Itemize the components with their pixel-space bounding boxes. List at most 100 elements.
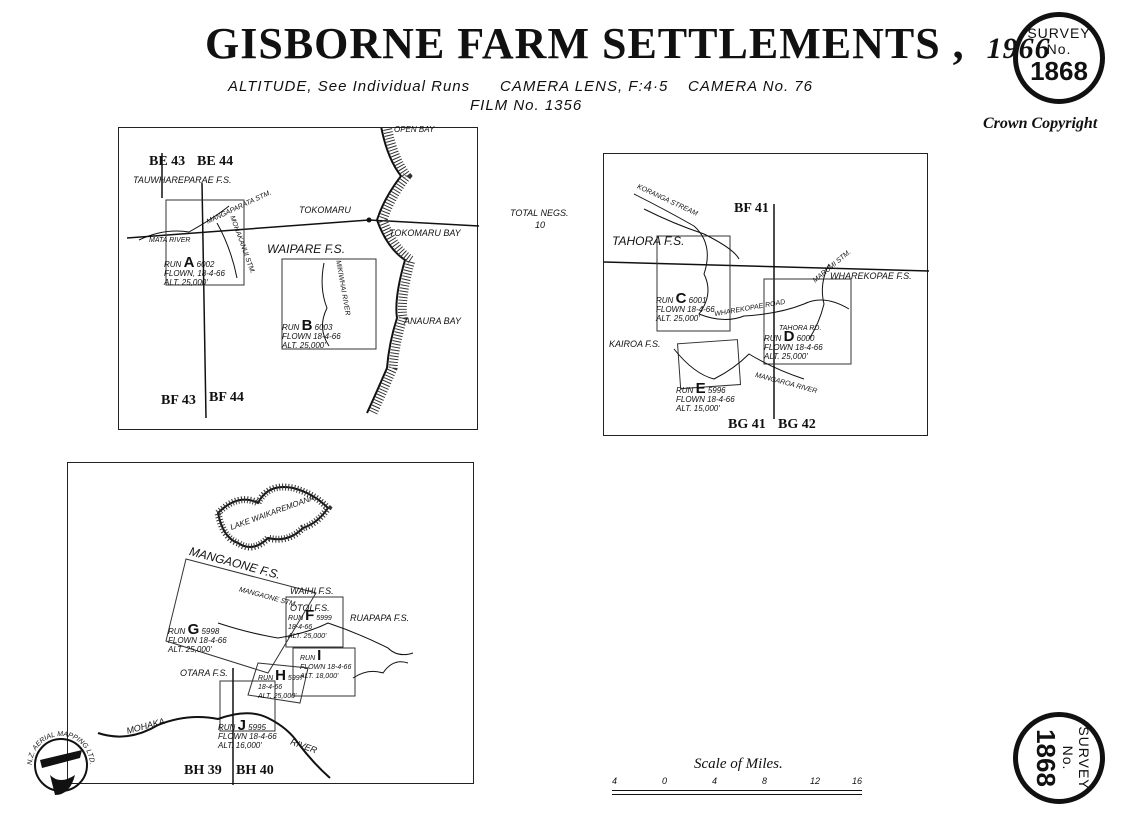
river <box>138 205 230 241</box>
total-negs-value: 10 <box>535 220 546 230</box>
grid-label-bf44: BF 44 <box>209 390 244 405</box>
nz-aerial-mapping-logo: N.Z. AERIAL MAPPING LTD. <box>27 731 95 795</box>
grid-label-bh39: BH 39 <box>184 763 222 778</box>
seal-top-number: 1868 <box>1030 56 1088 86</box>
grid-label-bf41: BF 41 <box>734 201 769 216</box>
scale-of-miles: Scale of Miles. 4 0 4 8 12 16 <box>612 750 862 800</box>
run-j-letter: J <box>237 717 246 734</box>
run-f-run: RUN <box>288 615 304 622</box>
grid-label-bf43: BF 43 <box>161 393 196 408</box>
run-e-flown: FLOWN 18-4-66 <box>676 395 735 404</box>
run-j-flown: FLOWN 18-4-66 <box>218 732 277 741</box>
run-b-label: RUN B 6003 FLOWN 18-4-66 ALT. 25,000' <box>282 318 341 350</box>
run-g-run: RUN <box>168 627 186 636</box>
run-c-label: RUN C 6001 FLOWN 18-4-66 ALT. 25,000' <box>656 291 715 323</box>
run-f-flown: 18-4-66 <box>288 624 313 631</box>
scale-bar <box>612 790 862 795</box>
river <box>321 262 330 347</box>
scale-tick: 4 <box>712 776 718 786</box>
subtitle-film: FILM No. 1356 <box>470 97 583 114</box>
run-b-alt: ALT. 25,000' <box>282 341 326 350</box>
grid-label-be44: BE 44 <box>197 154 234 169</box>
label-open-bay: OPEN BAY <box>394 125 435 134</box>
stream <box>352 661 409 679</box>
grid-label-bg41: BG 41 <box>728 417 766 432</box>
run-c-run: RUN <box>656 296 674 305</box>
run-c-alt: ALT. 25,000' <box>656 314 700 323</box>
logo-map-shape <box>50 775 75 795</box>
run-g-flown: FLOWN 18-4-66 <box>168 636 227 645</box>
run-d-footprint <box>763 278 852 365</box>
wharekopae-road <box>633 193 850 320</box>
run-f-footprint <box>285 596 344 648</box>
scale-tick: 16 <box>852 776 863 786</box>
run-a-number: 6002 <box>196 260 215 269</box>
map-panel-tokomaru: BE 43 BE 44 BF 43 BF 44 TAUWHAREPARAE F.… <box>118 125 479 430</box>
run-e-number: 5996 <box>707 386 726 395</box>
grid-line-horizontal <box>368 219 479 227</box>
grid-line-vertical <box>201 182 207 419</box>
run-c-letter: C <box>675 290 687 307</box>
run-b-flown: FLOWN 18-4-66 <box>282 332 341 341</box>
run-j-alt: ALT. 16,000' <box>218 741 262 750</box>
subtitle-camera-no: CAMERA No. 76 <box>688 78 813 95</box>
grid-line-horizontal <box>126 219 370 239</box>
run-f-label: RUN F 5999 18-4-66 ALT. 25,000' <box>288 608 332 641</box>
grid-line-horizontal <box>604 261 929 272</box>
label-tahora: TAHORA F.S. <box>612 234 685 248</box>
run-d-label: RUN D 6000 FLOWN 18-4-66 ALT. 25,000' <box>764 329 823 361</box>
label-ruapapa: RUAPAPA F.S. <box>350 613 410 623</box>
run-d-number: 6000 <box>796 334 815 343</box>
run-g-number: 5998 <box>201 627 220 636</box>
run-j-run: RUN <box>218 723 236 732</box>
run-i-label: RUN I FLOWN 18-4-66 ALT. 18,000' <box>300 648 352 681</box>
stream <box>216 222 238 279</box>
label-wharekopae: WHAREKOPAE F.S. <box>830 271 912 281</box>
run-h-alt: ALT. 25,000' <box>258 693 297 700</box>
run-g-alt: ALT. 25,000' <box>168 645 212 654</box>
run-a-footprint <box>165 199 245 286</box>
grid-label-be43: BE 43 <box>149 154 186 169</box>
seal-top-word2: No. <box>1046 41 1072 57</box>
seal-bottom-word2: No. <box>1060 745 1076 771</box>
run-a-letter: A <box>183 254 195 271</box>
run-a-flown: FLOWN, 18-4-66 <box>164 269 225 278</box>
title-main: GISBORNE FARM SETTLEMENTS <box>205 19 941 68</box>
survey-seal-bottom: SURVEY No. 1868 <box>1013 712 1105 804</box>
mangaone-stream <box>217 622 414 656</box>
subtitle-camera-lens: CAMERA LENS, F:4·5 <box>500 78 669 95</box>
run-i-letter: I <box>317 647 322 664</box>
run-c-number: 6001 <box>688 296 707 305</box>
coastline-hatching <box>368 128 417 415</box>
run-i-footprint <box>292 647 356 697</box>
map-title: GISBORNE FARM SETTLEMENTS , 1966 <box>205 18 1051 69</box>
run-e-label: RUN E 5996 FLOWN 18-4-66 ALT. 15,000' <box>676 381 735 413</box>
label-tauwhareparae: TAUWHAREPARAE F.S. <box>133 175 232 185</box>
copyright-note: Crown Copyright <box>983 115 1098 132</box>
scale-tick: 12 <box>810 776 821 786</box>
label-tokomaru-bay: TOKOMARU BAY <box>389 228 461 238</box>
seal-bottom-number: 1868 <box>1031 729 1061 787</box>
run-f-letter: F <box>305 607 315 624</box>
tokomaru-town-dot <box>366 217 372 223</box>
label-tokomaru: TOKOMARU <box>299 205 351 215</box>
run-a-run: RUN <box>164 260 182 269</box>
run-d-letter: D <box>783 328 795 345</box>
run-d-run: RUN <box>764 334 782 343</box>
run-e-footprint <box>676 339 742 390</box>
run-h-number: 5997 <box>287 675 304 682</box>
run-g-letter: G <box>187 621 200 638</box>
run-c-flown: FLOWN 18-4-66 <box>656 305 715 314</box>
run-i-flown: FLOWN 18-4-66 <box>300 664 352 671</box>
run-d-alt: ALT. 25,000' <box>764 352 808 361</box>
run-g-label: RUN G 5998 FLOWN 18-4-66 ALT. 25,000' <box>168 622 227 654</box>
label-mata-river: MATA RIVER <box>149 237 191 244</box>
run-j-label: RUN J 5995 FLOWN 18-4-66 ALT. 16,000' <box>218 718 277 750</box>
run-e-run: RUN <box>676 386 694 395</box>
seal-top-word1: SURVEY <box>1027 25 1091 41</box>
title-comma: , <box>952 19 965 68</box>
lake-outline <box>216 486 330 548</box>
grid-label-bg42: BG 42 <box>778 417 816 432</box>
map-panel-waikaremoana: LAKE WAIKAREMOANA MANGAONE F.S. WAIHI F.… <box>67 462 474 785</box>
total-negs-label: TOTAL NEGS. <box>510 208 569 218</box>
